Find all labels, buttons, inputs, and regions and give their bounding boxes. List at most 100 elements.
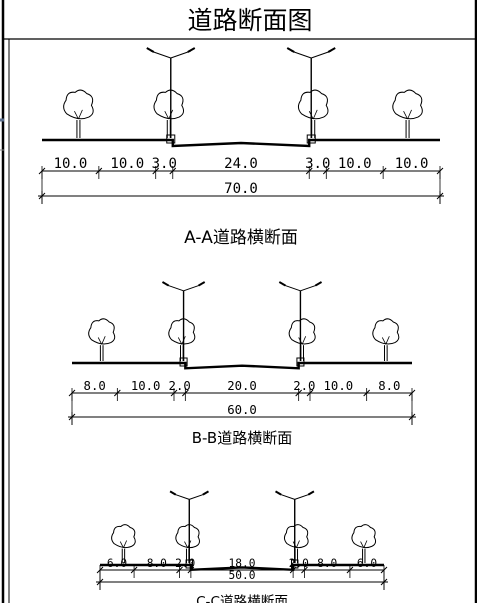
lamp-arm	[170, 50, 191, 59]
tree-branch	[312, 109, 318, 120]
lamp-arm	[282, 284, 301, 292]
segment-width-label: 10.0	[110, 156, 144, 172]
tree-crown	[351, 524, 377, 549]
tree-branch	[177, 337, 183, 345]
road-profile	[72, 361, 412, 370]
street-lamp	[146, 47, 196, 144]
page-title: 道路断面图	[187, 6, 312, 35]
total-width-label: 50.0	[229, 569, 256, 582]
tree-branch	[385, 336, 390, 345]
tree-branch	[403, 111, 408, 120]
segment-width-label: 24.0	[224, 156, 258, 172]
lamp-head	[275, 490, 282, 496]
segment-width-label: 8.0	[378, 379, 400, 393]
tree-crown	[297, 89, 329, 120]
lamp-head	[278, 281, 286, 287]
lamp-arm	[173, 493, 190, 500]
segment-width-label: 3.0	[152, 156, 177, 172]
street-lamp	[278, 281, 323, 367]
tree	[351, 524, 377, 563]
lamp-arm	[150, 50, 171, 59]
tree-branch	[78, 109, 83, 120]
lamp-arm	[300, 284, 319, 292]
segment-width-label: 2.0	[175, 557, 195, 570]
tree	[392, 89, 423, 138]
tree-branch	[360, 541, 365, 548]
lamp-base	[166, 134, 176, 144]
lamp-head	[202, 490, 209, 496]
tree	[372, 318, 400, 361]
tree	[168, 318, 196, 361]
tree-crown	[111, 524, 136, 549]
segment-width-label: 10.0	[324, 379, 354, 393]
street-lamp	[286, 47, 336, 144]
tree-branch	[301, 336, 307, 345]
road-section: 6.0 8.0 2.0 18.0 2.0 8.0 6.0 50.0C-C道路横断面	[96, 490, 388, 603]
total-width-label: 70.0	[224, 181, 258, 197]
tree-crown	[175, 524, 200, 549]
segment-width-label: 20.0	[227, 379, 257, 393]
lamp-arm	[278, 493, 295, 500]
tree-branch	[74, 111, 79, 120]
tree-crown	[88, 318, 116, 345]
segment-width-label: 6.0	[107, 557, 127, 570]
tree-crown	[168, 318, 196, 345]
lamp-base	[296, 357, 305, 367]
tree	[63, 89, 94, 138]
lamp-arm	[311, 50, 332, 59]
lamp-head	[146, 47, 155, 53]
lamp-head	[161, 281, 170, 287]
segment-width-label: 2.0	[289, 557, 309, 570]
tree	[153, 89, 185, 138]
segment-width-label: 2.0	[169, 379, 191, 393]
tree	[88, 318, 116, 361]
street-lamp	[161, 281, 206, 367]
section-caption: A-A道路横断面	[184, 228, 298, 248]
tree-crown	[288, 318, 316, 345]
tree-branch	[363, 540, 368, 548]
lamp-base	[179, 357, 188, 367]
lamp-head	[327, 47, 336, 53]
lamp-head	[286, 47, 295, 53]
section-caption: C-C道路横断面	[196, 594, 288, 603]
tree	[111, 524, 136, 563]
street-lamp	[275, 490, 315, 569]
lamp-arm	[291, 50, 312, 59]
segment-width-label: 10.0	[54, 156, 88, 172]
lamp-arm	[183, 284, 202, 292]
segment-width-label: 8.0	[147, 557, 167, 570]
tree-branch	[295, 540, 300, 548]
tree	[297, 89, 329, 138]
tree-branch	[407, 109, 412, 120]
segment-width-label: 10.0	[131, 379, 161, 393]
road-profile	[42, 138, 440, 148]
tree-crown	[392, 89, 423, 120]
tree-crown	[153, 89, 185, 120]
tree	[288, 318, 316, 361]
tree-branch	[101, 336, 106, 345]
segment-width-label: 8.0	[317, 557, 337, 570]
lamp-base	[185, 559, 193, 569]
tree-branch	[123, 540, 128, 548]
segment-width-label: 6.0	[357, 557, 377, 570]
segment-width-label: 2.0	[293, 379, 315, 393]
lamp-head	[187, 47, 196, 53]
segment-width-label: 18.0	[229, 557, 256, 570]
segment-width-label: 10.0	[338, 156, 372, 172]
total-width-label: 60.0	[227, 403, 257, 417]
lamp-arm	[165, 284, 184, 292]
tree-branch	[97, 337, 103, 345]
segment-width-label: 8.0	[84, 379, 106, 393]
tree-branch	[381, 337, 387, 345]
street-lamp	[169, 490, 209, 569]
tree-branch	[184, 541, 189, 548]
lamp-base	[306, 134, 316, 144]
tree-crown	[63, 89, 94, 120]
tree-crown	[372, 318, 400, 345]
lamp-arm	[294, 493, 311, 500]
